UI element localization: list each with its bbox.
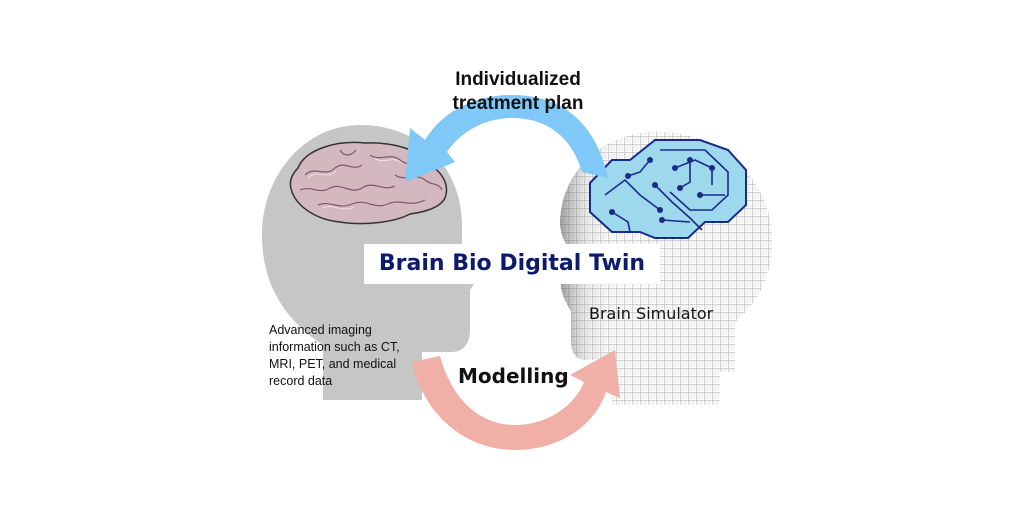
- top-arrow-label-line: treatment plan: [452, 93, 584, 114]
- imaging-caption: Advanced imaging information such as CT,…: [269, 322, 429, 390]
- center-title-box: [364, 244, 660, 284]
- imaging-caption-line: MRI, PET, and medical: [269, 357, 397, 371]
- center-title: Brain Bio Digital Twin: [378, 251, 646, 276]
- top-arrow-label-line: Individualized: [455, 69, 581, 90]
- simulator-label: Brain Simulator: [589, 304, 714, 323]
- circuit-brain-icon: [589, 139, 747, 239]
- imaging-caption-line: record data: [269, 374, 333, 388]
- treatment-plan-arrow: [405, 95, 608, 182]
- imaging-caption-line: Advanced imaging: [269, 323, 372, 337]
- top-arrow-label: Individualized treatment plan: [428, 68, 608, 116]
- modelling-arrow: [412, 350, 620, 450]
- modelling-label: Modelling: [458, 364, 569, 388]
- imaging-caption-line: information such as CT,: [269, 340, 400, 354]
